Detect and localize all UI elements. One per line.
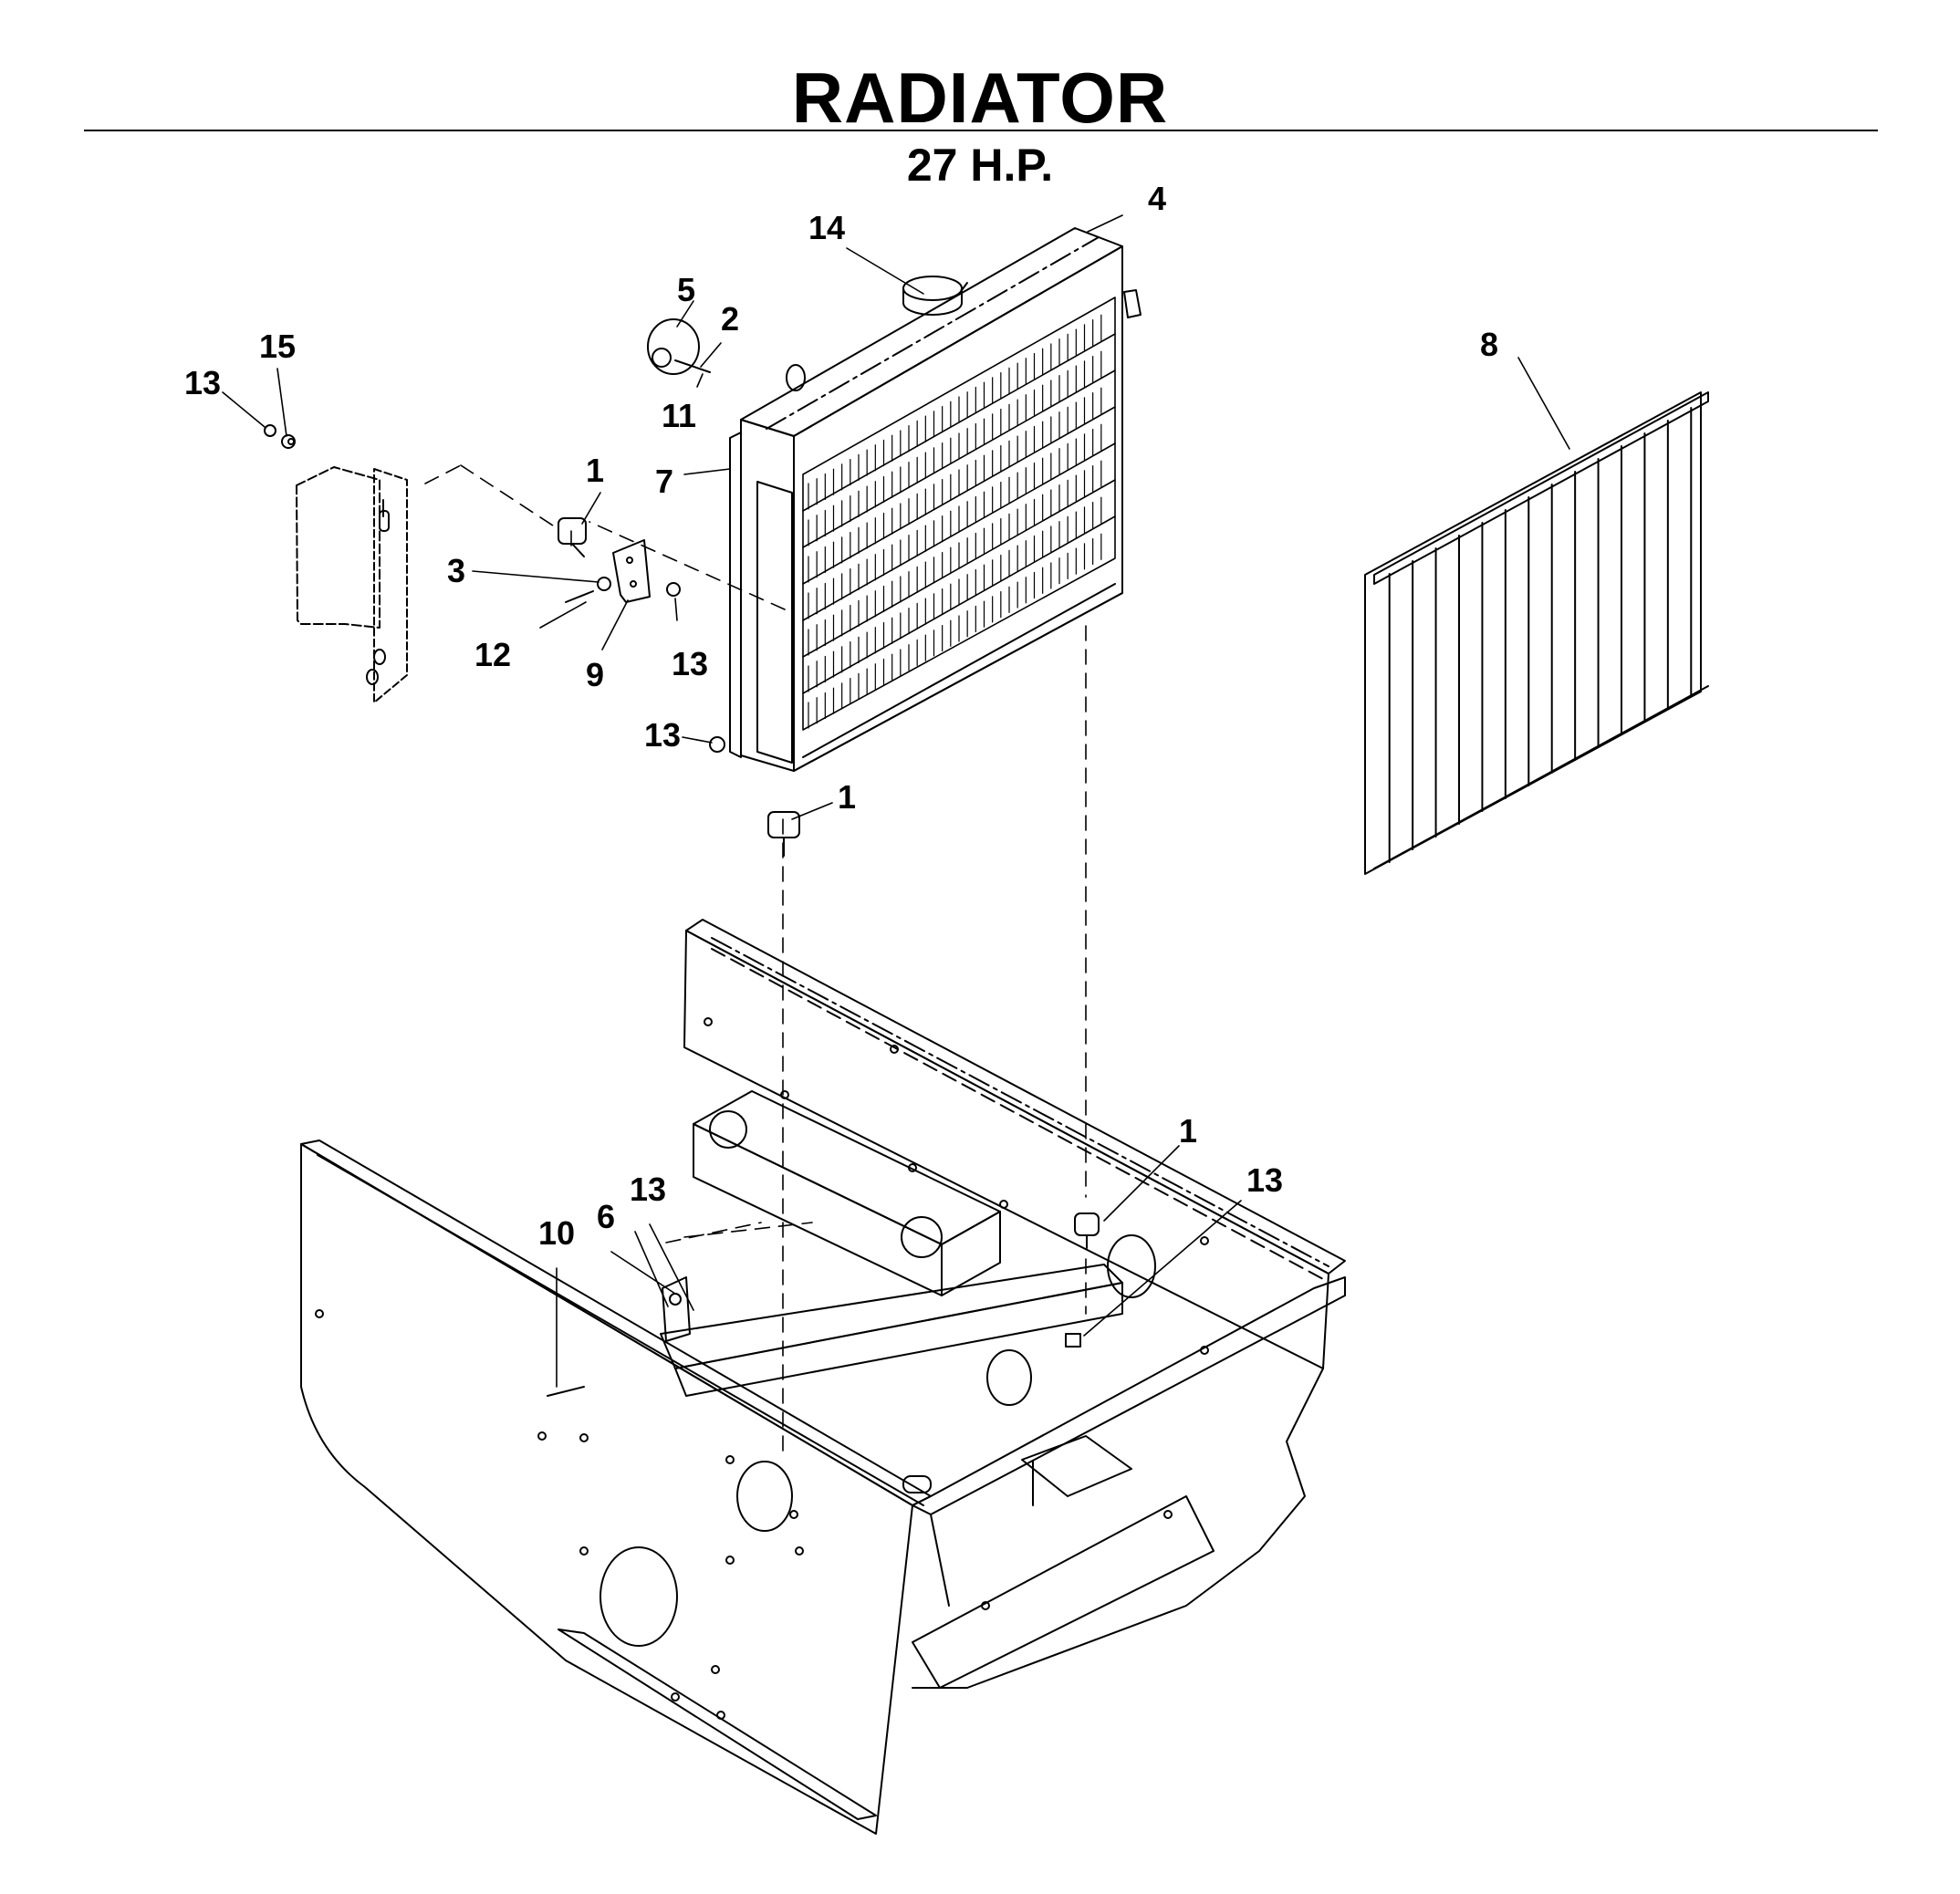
callout-5: 5 — [677, 271, 695, 308]
mounting-hole — [1200, 1236, 1209, 1245]
mounting-hole — [716, 1711, 725, 1720]
callout-13-bracket: 13 — [672, 645, 708, 682]
assembly-guide-lines — [424, 464, 1087, 1459]
callout-6: 4 — [1148, 180, 1166, 217]
callout-7: 7 — [655, 463, 673, 500]
spacer-5 — [647, 318, 711, 375]
mounting-hole — [671, 1692, 680, 1701]
overflow-bracket-assembly — [296, 466, 408, 703]
frame-mounting-holes — [315, 1017, 1209, 1720]
callout-1-radiator: 1 — [838, 778, 856, 816]
callout-1-frame: 1 — [1179, 1112, 1197, 1150]
diagram-subtitle: 27 H.P. — [906, 140, 1054, 191]
radiator-assembly — [729, 227, 1142, 772]
chassis-frame — [300, 919, 1346, 1835]
callout-1-upper: 1 — [586, 452, 604, 489]
hardware-fasteners — [264, 424, 1081, 1397]
mounting-hole — [579, 1546, 589, 1556]
callout-13-frame-left: 13 — [630, 1171, 666, 1208]
mounting-hole — [704, 1017, 713, 1026]
mounting-hole — [908, 1163, 917, 1172]
callout-11: 11 — [662, 397, 696, 434]
mounting-hole — [537, 1431, 547, 1441]
diagram-title: RADIATOR — [791, 57, 1169, 138]
callout-10: 10 — [538, 1214, 575, 1252]
radiator-cap — [902, 276, 968, 316]
isolator-mount-frame — [1074, 1212, 1100, 1249]
callout-2: 2 — [721, 300, 739, 338]
bracket-9 — [612, 539, 651, 603]
callout-13-overflow: 13 — [184, 364, 221, 401]
mounting-hole — [789, 1510, 798, 1519]
grille-vertical-bars — [1388, 407, 1693, 863]
mounting-hole — [999, 1200, 1008, 1209]
mounting-hole — [890, 1045, 899, 1054]
isolator-mount-upper — [558, 517, 587, 557]
mounting-hole — [1200, 1346, 1209, 1355]
title-rule — [84, 130, 1878, 131]
mounting-hole — [579, 1433, 589, 1442]
callout-14: 14 — [808, 209, 845, 246]
callout-12: 12 — [474, 636, 511, 673]
callout-leaders — [222, 214, 1570, 1388]
mounting-hole — [711, 1665, 720, 1674]
callout-13-frame-right: 13 — [1246, 1161, 1283, 1199]
callout-4: 6 — [597, 1198, 615, 1235]
mounting-hole — [725, 1455, 735, 1464]
radiator-grille-screen — [1364, 391, 1709, 875]
radiator-fin-hatching — [808, 314, 1102, 729]
callout-15: 15 — [259, 328, 296, 365]
callout-3: 3 — [447, 552, 465, 589]
mounting-hole — [1163, 1510, 1173, 1519]
callout-labels: 4 14 5 2 11 8 7 1 3 12 9 13 13 1 13 15 1… — [184, 180, 1498, 1252]
mounting-hole — [981, 1601, 990, 1610]
mounting-hole — [725, 1556, 735, 1565]
callout-9: 9 — [586, 656, 604, 693]
mounting-hole — [315, 1309, 324, 1318]
callout-13-radiator: 13 — [644, 716, 681, 754]
callout-8: 8 — [1480, 326, 1498, 363]
mounting-hole — [780, 1090, 789, 1099]
isolator-mount-lower — [767, 811, 800, 857]
mounting-hole — [795, 1546, 804, 1556]
